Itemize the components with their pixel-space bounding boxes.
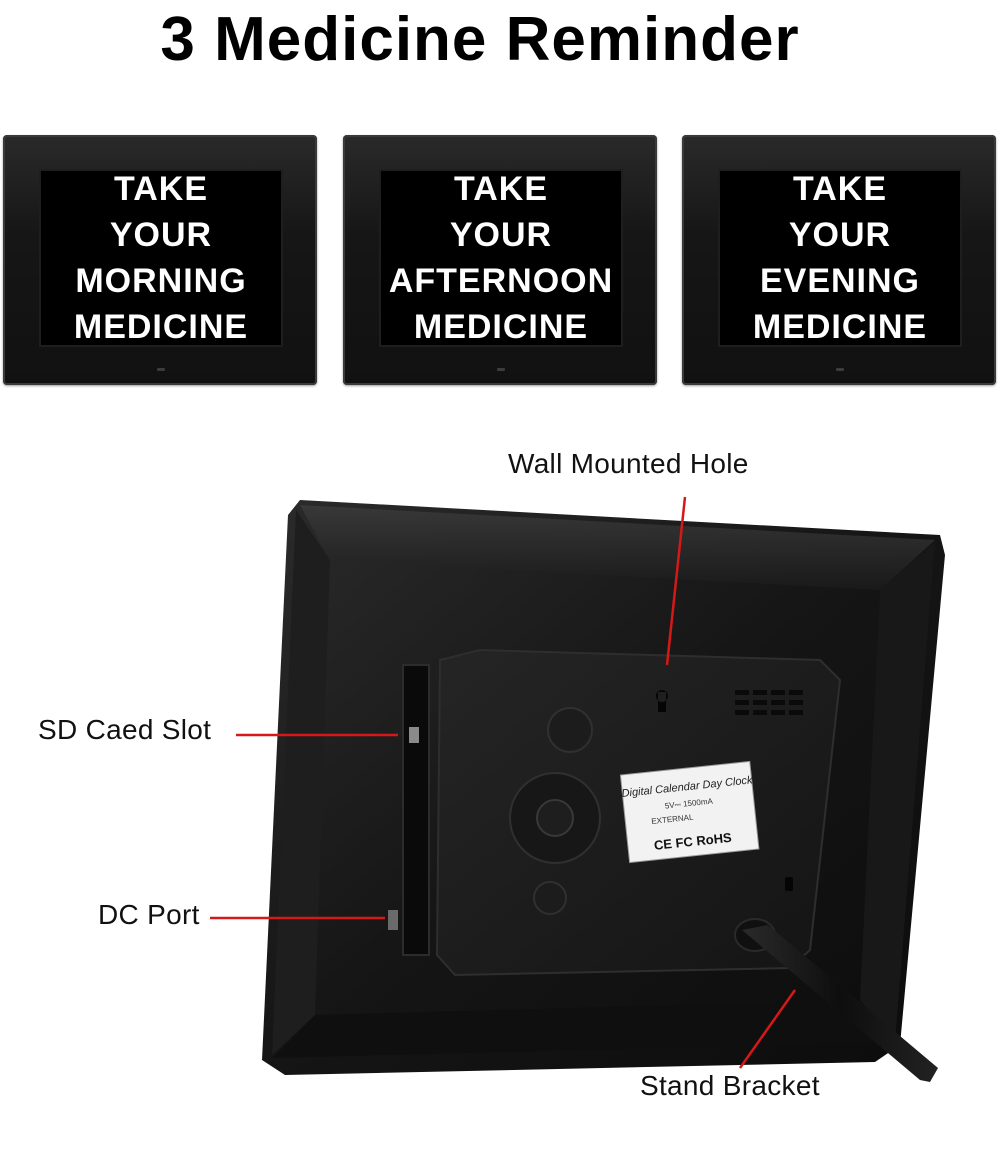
- wall-mounted-hole-label: Wall Mounted Hole: [508, 448, 749, 479]
- side-slot-strip: [402, 664, 430, 956]
- wall-mount-hole-icon: [655, 690, 668, 712]
- sd-card-slot-label: SD Caed Slot: [38, 714, 212, 745]
- morning-reminder-frame: TAKE YOUR MORNING MEDICINE: [3, 135, 317, 385]
- evening-reminder-frame: TAKE YOUR EVENING MEDICINE: [682, 135, 996, 385]
- screen-line: EVENING: [759, 262, 921, 300]
- power-led-icon: [497, 368, 505, 371]
- page-title: 3 Medicine Reminder: [160, 5, 800, 74]
- screen-line: YOUR: [788, 216, 892, 254]
- dc-port-icon: [388, 910, 398, 930]
- wall-hole-callout-line: [665, 496, 687, 666]
- power-led-icon: [157, 368, 165, 371]
- frame-screen: TAKE YOUR EVENING MEDICINE: [718, 169, 962, 347]
- sd-slot-icon: [409, 727, 419, 743]
- frame-screen: TAKE YOUR MORNING MEDICINE: [39, 169, 283, 347]
- device-bevel-right: [860, 542, 935, 1042]
- screen-line: TAKE: [453, 170, 549, 208]
- screen-line: YOUR: [109, 216, 213, 254]
- speaker-grille-icon: [735, 690, 803, 715]
- spec-label-sticker: Digital Calendar Day Clock 5V⎓ 1500mA EX…: [619, 760, 760, 864]
- screen-line: AFTERNOON: [388, 262, 614, 300]
- menu-button-icon: [547, 707, 593, 753]
- screen-line: MEDICINE: [73, 308, 249, 346]
- screen-line: TAKE: [113, 170, 209, 208]
- power-led-icon: [836, 368, 844, 371]
- dpad-center-button-icon: [536, 799, 574, 837]
- device-bevel-top: [300, 505, 935, 590]
- device-bevel-bottom: [272, 1000, 895, 1058]
- stand-bracket: [742, 925, 938, 1082]
- reset-hole-icon: [785, 877, 793, 891]
- screen-line: MEDICINE: [413, 308, 589, 346]
- screen-line: TAKE: [792, 170, 888, 208]
- screen-line: MORNING: [75, 262, 247, 300]
- afternoon-reminder-frame: TAKE YOUR AFTERNOON MEDICINE: [343, 135, 657, 385]
- screen-line: MEDICINE: [752, 308, 928, 346]
- stand-bracket-label: Stand Bracket: [640, 1070, 820, 1101]
- power-button-icon: [533, 881, 567, 915]
- stand-bracket-callout-line: [738, 989, 797, 1069]
- frame-screen: TAKE YOUR AFTERNOON MEDICINE: [379, 169, 623, 347]
- spec-label-line: EXTERNAL: [651, 813, 694, 826]
- screen-line: YOUR: [449, 216, 553, 254]
- dc-port-label: DC Port: [98, 899, 200, 930]
